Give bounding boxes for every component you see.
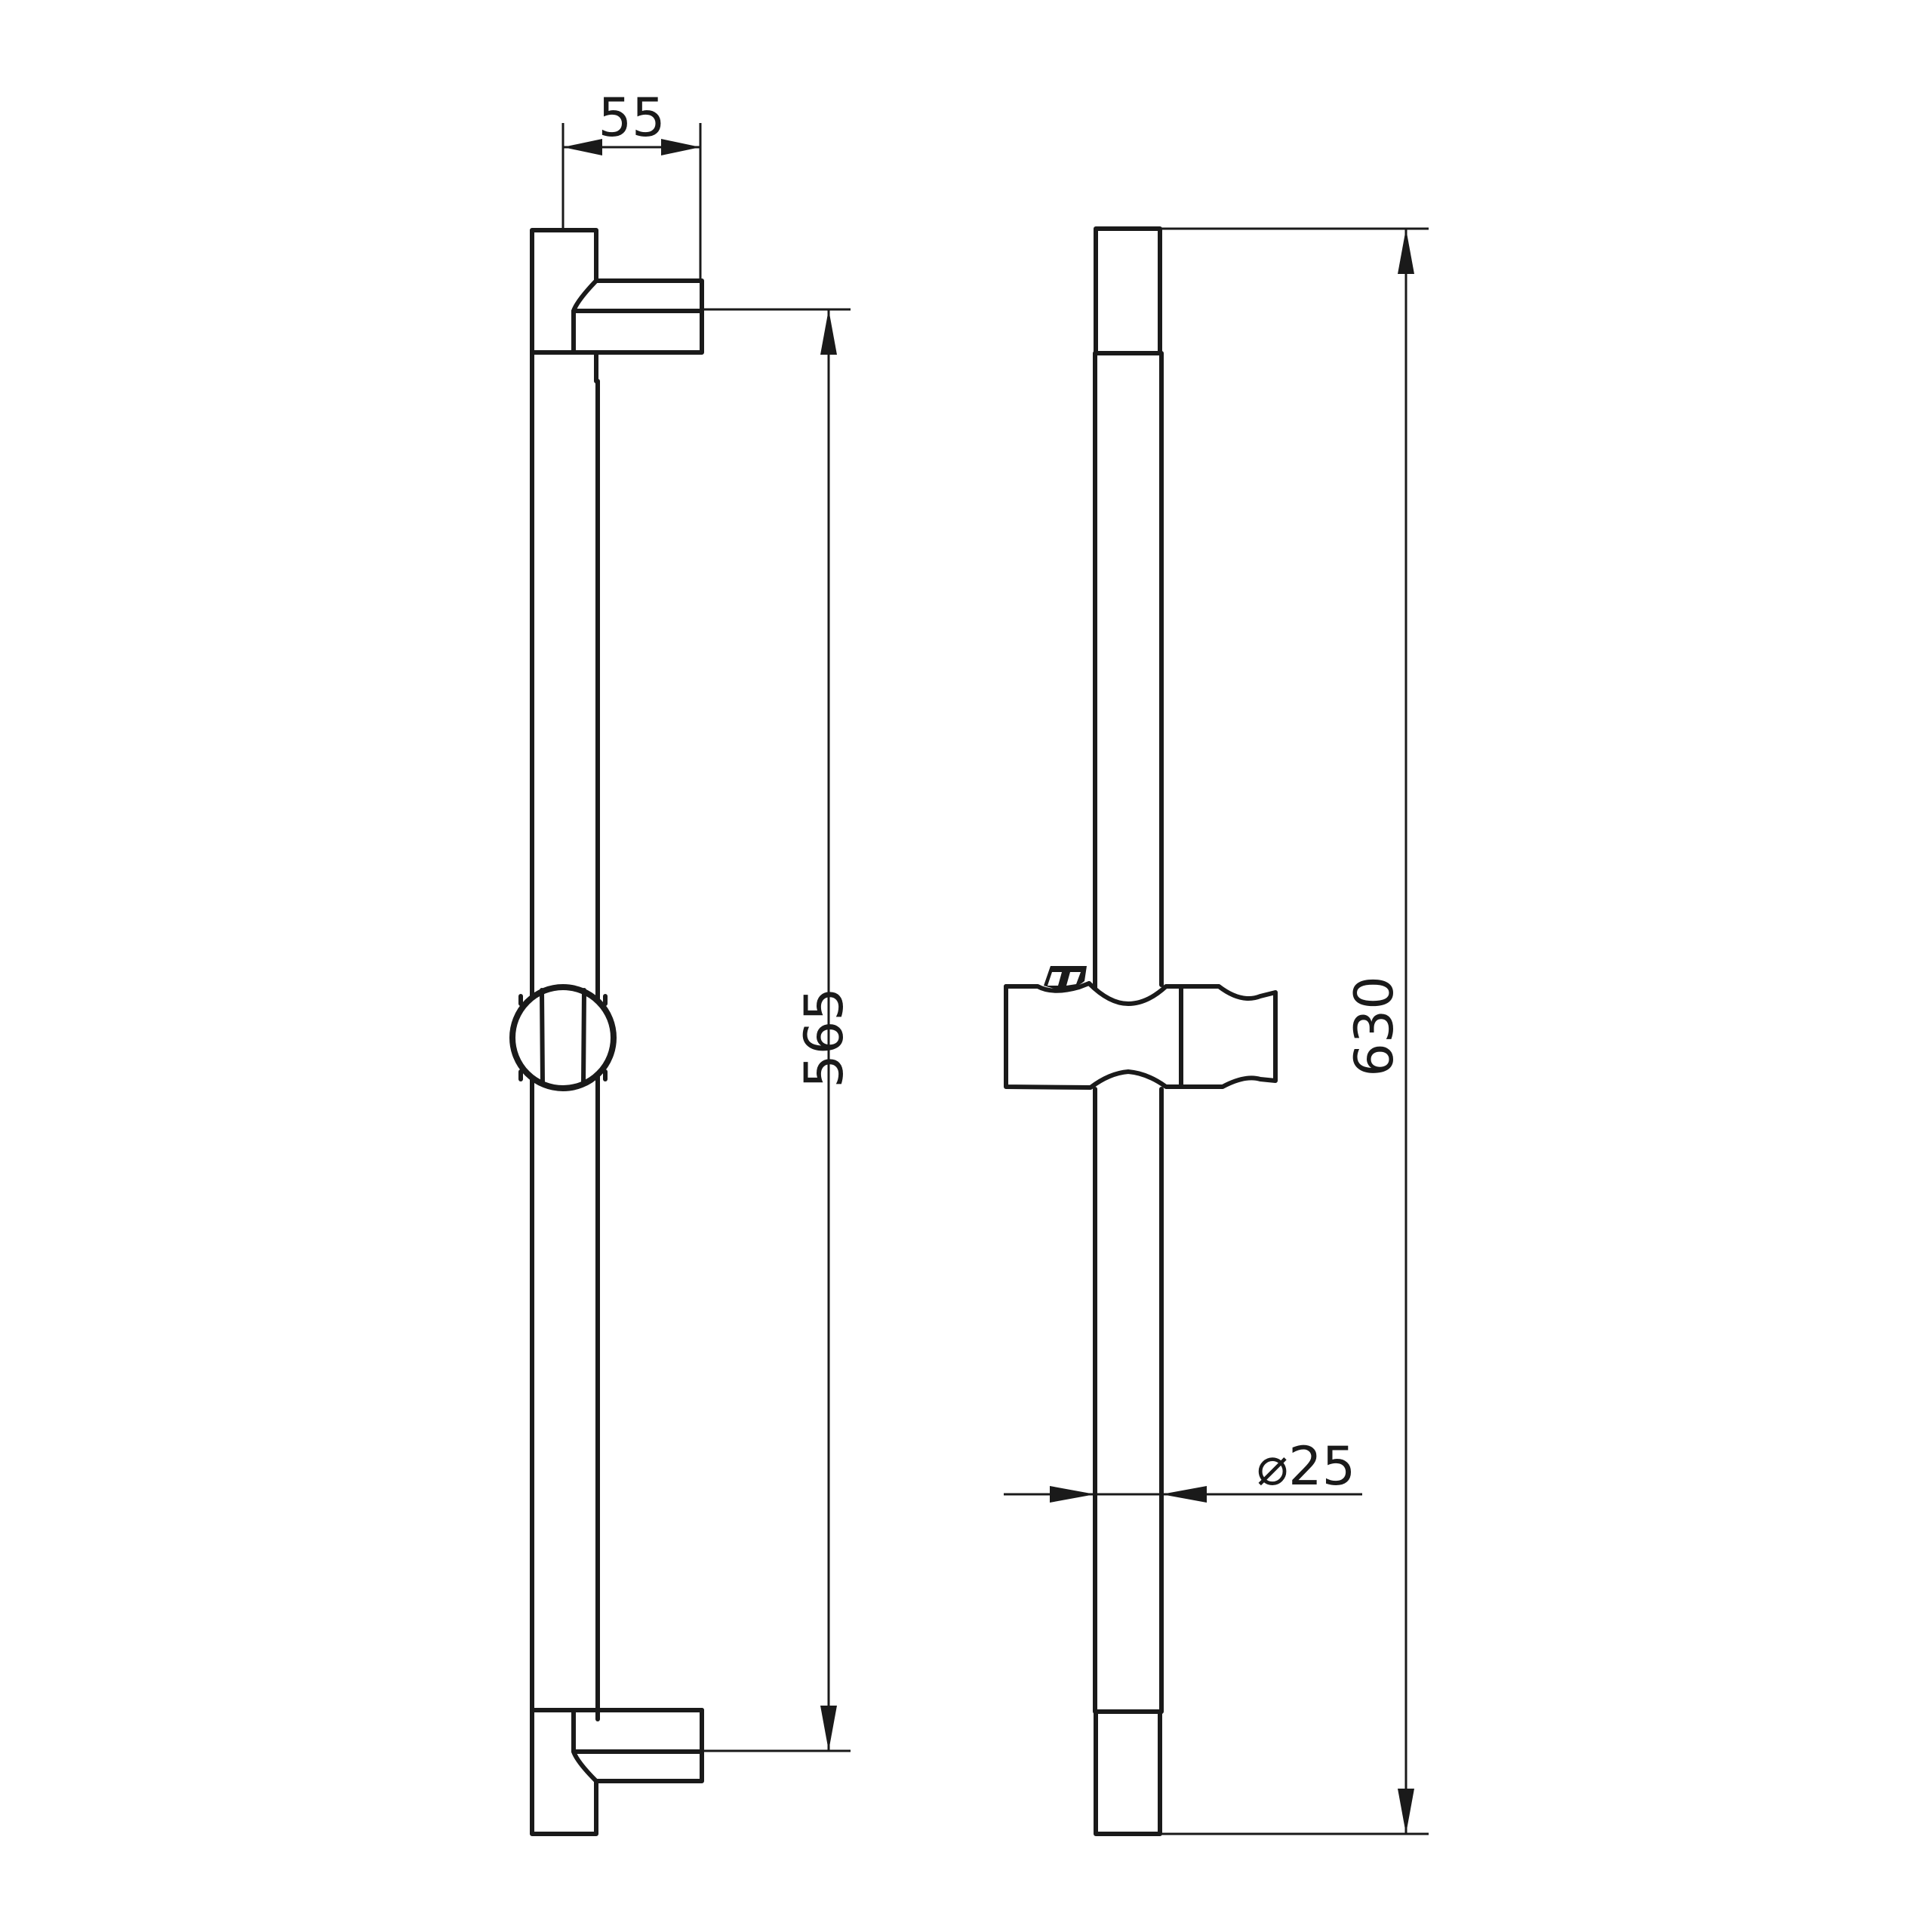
bottom-bracket-arm (571, 1708, 704, 1783)
bottom-end-cap (530, 1708, 598, 1836)
dimension-label-diameter-25: ⌀25 (1257, 1435, 1355, 1497)
sliding-holder (1004, 966, 1278, 1090)
front-view (1004, 226, 1278, 1836)
slider-ring (509, 984, 617, 1091)
top-bracket-arm (571, 278, 704, 355)
dimension-630: 630 (1160, 227, 1429, 1835)
dimension-diameter-25: ⌀25 (1004, 1435, 1362, 1503)
dimension-label-55: 55 (598, 87, 665, 149)
dimension-55: 55 (561, 87, 702, 281)
bottom-end-cap-front (1094, 1709, 1162, 1836)
top-end-cap-front (1094, 226, 1162, 355)
dimension-label-630: 630 (1343, 976, 1405, 1077)
dimension-label-565: 565 (793, 987, 855, 1088)
dimension-565: 565 (702, 308, 855, 1752)
side-view (509, 228, 704, 1836)
